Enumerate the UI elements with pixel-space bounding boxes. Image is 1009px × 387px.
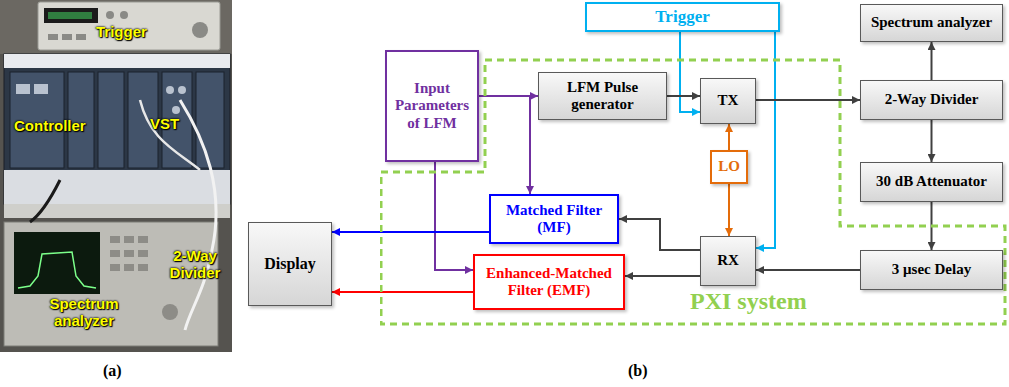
- signal-arrow: [619, 219, 700, 250]
- signal-arrow: [680, 32, 700, 112]
- matched-filter: Matched Filter (MF): [489, 194, 619, 244]
- panel-label: (b): [628, 362, 648, 380]
- photo-callout: Controller: [14, 118, 86, 135]
- enhanced-filter: Enhanced-Matched Filter (EMF): [473, 254, 625, 310]
- block-label: RX: [717, 252, 739, 269]
- photo-callout: VST: [150, 116, 179, 133]
- region-border: [381, 60, 1005, 324]
- block-label: Trigger: [655, 7, 709, 27]
- block-label: Matched Filter (MF): [496, 202, 612, 237]
- block-label: 30 dB Attenuator: [876, 173, 987, 190]
- signal-arrow: [756, 99, 860, 101]
- photo-callout: 2-Way Divider: [164, 248, 226, 281]
- panel-label: (a): [103, 362, 122, 380]
- pulse-generator: LFM Pulse generator: [538, 72, 667, 120]
- block-label: Input Parameters of LFM: [392, 80, 472, 132]
- signal-arrow: [479, 96, 530, 194]
- signal-arrow: [931, 42, 933, 80]
- tx-box: TX: [700, 78, 756, 124]
- input-box: Input Parameters of LFM: [385, 50, 479, 162]
- signal-arrow: [625, 275, 700, 277]
- analyzer-box: Spectrum analyzer: [860, 4, 1003, 42]
- block-label: Display: [264, 255, 316, 273]
- delay-box: 3 μsec Delay: [860, 250, 1003, 290]
- photo-callout: Spectrum analyzer: [36, 296, 132, 329]
- block-label: Enhanced-Matched Filter (EMF): [480, 265, 618, 300]
- region-title: PXI system: [690, 288, 807, 316]
- block-label: LO: [718, 158, 740, 175]
- signal-arrow: [728, 184, 730, 236]
- signal-arrow: [332, 291, 473, 293]
- photo-callout: Trigger: [96, 24, 147, 41]
- signal-arrow: [332, 231, 489, 233]
- block-label: LFM Pulse generator: [544, 79, 661, 114]
- block-label: 3 μsec Delay: [892, 261, 971, 278]
- signal-arrow: [435, 162, 473, 270]
- block-label: TX: [718, 92, 739, 109]
- trigger-box: Trigger: [585, 2, 780, 32]
- attenuator-box: 30 dB Attenuator: [860, 162, 1003, 202]
- signal-arrow: [931, 120, 933, 162]
- lo-box: LO: [710, 150, 748, 184]
- signal-arrow: [756, 32, 775, 248]
- block-label: Spectrum analyzer: [871, 14, 992, 31]
- signal-arrow: [728, 124, 730, 150]
- block-label: 2-Way Divider: [885, 91, 979, 108]
- divider-box: 2-Way Divider: [860, 80, 1003, 120]
- signal-arrow: [756, 269, 860, 271]
- signal-arrow: [667, 95, 700, 97]
- rx-box: RX: [700, 236, 756, 286]
- display-box: Display: [248, 222, 332, 306]
